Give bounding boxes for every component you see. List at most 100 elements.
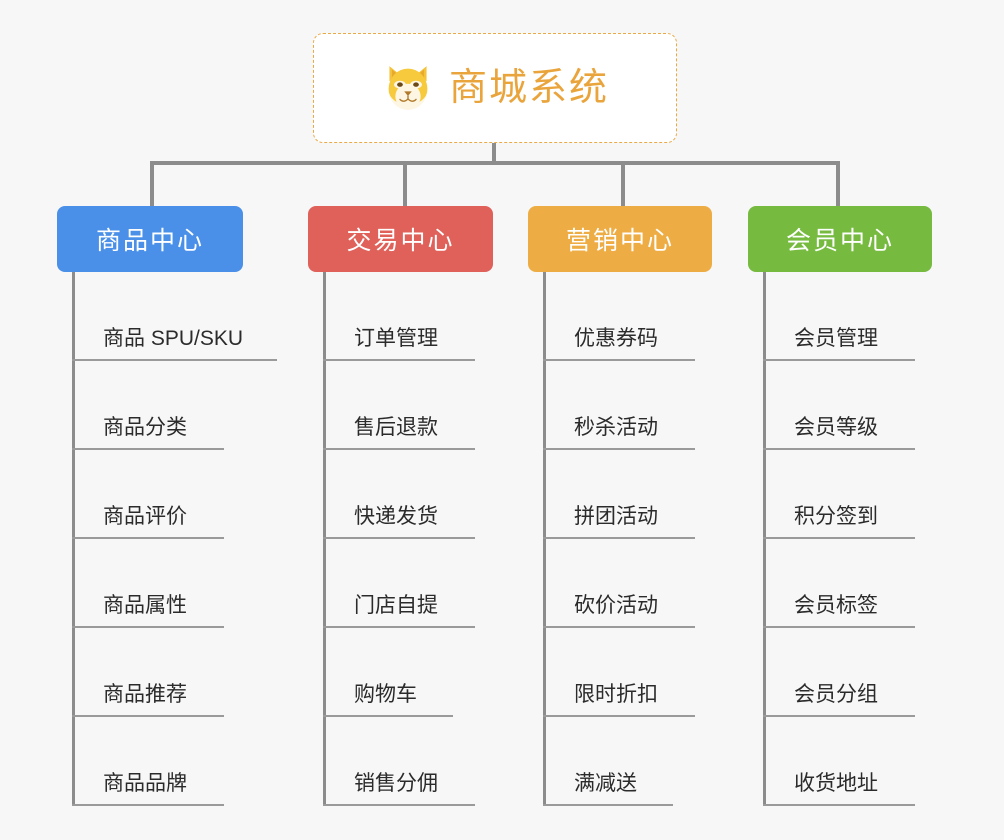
leaf-item[interactable]: 秒杀活动 bbox=[528, 361, 728, 450]
leaf-rule bbox=[763, 359, 915, 361]
leaf-item[interactable]: 商品分类 bbox=[57, 361, 277, 450]
leaf-item[interactable]: 商品品牌 bbox=[57, 717, 277, 806]
connector-drop-member-center bbox=[836, 161, 840, 207]
leaf-item[interactable]: 订单管理 bbox=[308, 272, 508, 361]
category-header-product-center[interactable]: 商品中心 bbox=[57, 206, 243, 272]
category-header-marketing-center[interactable]: 营销中心 bbox=[528, 206, 712, 272]
leaf-label: 商品评价 bbox=[103, 505, 187, 528]
leaf-label: 门店自提 bbox=[354, 594, 438, 617]
leaf-rule bbox=[543, 359, 695, 361]
leaf-rule bbox=[763, 626, 915, 628]
leaf-label: 会员等级 bbox=[794, 416, 878, 439]
leaf-item[interactable]: 商品评价 bbox=[57, 450, 277, 539]
leaf-list-marketing-center: 优惠券码 秒杀活动 拼团活动 砍价活动 限时折扣 满减送 bbox=[528, 272, 728, 806]
column-member-center: 会员中心 会员管理 会员等级 积分签到 会员标签 会员分组 bbox=[748, 206, 948, 806]
category-header-member-center[interactable]: 会员中心 bbox=[748, 206, 932, 272]
trunk-line-trade-center bbox=[323, 272, 326, 806]
leaf-label: 拼团活动 bbox=[574, 505, 658, 528]
leaf-label: 会员管理 bbox=[794, 327, 878, 350]
leaf-label: 商品分类 bbox=[103, 416, 187, 439]
leaf-rule bbox=[763, 715, 915, 717]
leaf-label: 商品 SPU/SKU bbox=[103, 327, 244, 350]
leaf-item[interactable]: 商品属性 bbox=[57, 539, 277, 628]
leaf-label: 会员标签 bbox=[794, 594, 878, 617]
column-trade-center: 交易中心 订单管理 售后退款 快递发货 门店自提 购物车 bbox=[308, 206, 508, 806]
leaf-label: 订单管理 bbox=[354, 327, 438, 350]
leaf-label: 售后退款 bbox=[354, 416, 438, 439]
leaf-rule bbox=[72, 804, 224, 806]
leaf-label: 收货地址 bbox=[794, 772, 878, 795]
leaf-list-product-center: 商品 SPU/SKU 商品分类 商品评价 商品属性 商品推荐 商品品牌 bbox=[57, 272, 277, 806]
leaf-label: 购物车 bbox=[354, 683, 417, 706]
leaf-list-member-center: 会员管理 会员等级 积分签到 会员标签 会员分组 收货地址 bbox=[748, 272, 948, 806]
category-title: 会员中心 bbox=[785, 227, 894, 255]
leaf-item[interactable]: 门店自提 bbox=[308, 539, 508, 628]
leaf-rule bbox=[72, 359, 277, 361]
leaf-label: 快递发货 bbox=[354, 505, 438, 528]
connector-drop-marketing-center bbox=[621, 161, 625, 207]
leaf-item[interactable]: 满减送 bbox=[528, 717, 728, 806]
column-marketing-center: 营销中心 优惠券码 秒杀活动 拼团活动 砍价活动 限时折扣 bbox=[528, 206, 728, 806]
leaf-item[interactable]: 快递发货 bbox=[308, 450, 508, 539]
leaf-item[interactable]: 售后退款 bbox=[308, 361, 508, 450]
leaf-rule bbox=[72, 448, 224, 450]
leaf-item[interactable]: 积分签到 bbox=[748, 450, 948, 539]
column-product-center: 商品中心 商品 SPU/SKU 商品分类 商品评价 商品属性 商品推荐 bbox=[57, 206, 277, 806]
leaf-rule bbox=[763, 448, 915, 450]
leaf-item[interactable]: 购物车 bbox=[308, 628, 508, 717]
trunk-line-member-center bbox=[763, 272, 766, 806]
leaf-label: 限时折扣 bbox=[574, 683, 658, 706]
leaf-rule bbox=[543, 715, 695, 717]
leaf-label: 砍价活动 bbox=[574, 594, 658, 617]
leaf-item[interactable]: 销售分佣 bbox=[308, 717, 508, 806]
shiba-dog-emoji-icon bbox=[388, 66, 428, 110]
leaf-rule bbox=[323, 715, 453, 717]
leaf-item[interactable]: 收货地址 bbox=[748, 717, 948, 806]
leaf-label: 会员分组 bbox=[794, 683, 878, 706]
leaf-rule bbox=[72, 626, 224, 628]
connector-horizontal-bar bbox=[150, 161, 840, 165]
root-title: 商城系统 bbox=[448, 67, 609, 109]
leaf-label: 满减送 bbox=[574, 772, 637, 795]
leaf-label: 商品品牌 bbox=[103, 772, 187, 795]
leaf-item[interactable]: 会员标签 bbox=[748, 539, 948, 628]
connector-root-stem bbox=[492, 143, 496, 165]
leaf-item[interactable]: 砍价活动 bbox=[528, 539, 728, 628]
leaf-rule bbox=[323, 448, 475, 450]
leaf-list-trade-center: 订单管理 售后退款 快递发货 门店自提 购物车 销售分佣 bbox=[308, 272, 508, 806]
category-title: 商品中心 bbox=[95, 227, 204, 255]
leaf-label: 商品推荐 bbox=[103, 683, 187, 706]
category-header-trade-center[interactable]: 交易中心 bbox=[308, 206, 493, 272]
leaf-label: 积分签到 bbox=[794, 505, 878, 528]
leaf-item[interactable]: 会员管理 bbox=[748, 272, 948, 361]
leaf-rule bbox=[323, 804, 475, 806]
leaf-label: 秒杀活动 bbox=[574, 416, 658, 439]
leaf-rule bbox=[323, 359, 475, 361]
leaf-label: 商品属性 bbox=[103, 594, 187, 617]
trunk-line-marketing-center bbox=[543, 272, 546, 806]
leaf-rule bbox=[72, 537, 224, 539]
leaf-rule bbox=[323, 626, 475, 628]
connector-drop-trade-center bbox=[403, 161, 407, 207]
leaf-rule bbox=[72, 715, 224, 717]
leaf-item[interactable]: 优惠券码 bbox=[528, 272, 728, 361]
leaf-rule bbox=[543, 804, 673, 806]
leaf-rule bbox=[543, 537, 695, 539]
leaf-item[interactable]: 商品 SPU/SKU bbox=[57, 272, 277, 361]
category-title: 营销中心 bbox=[565, 227, 674, 255]
leaf-label: 销售分佣 bbox=[354, 772, 438, 795]
leaf-rule bbox=[323, 537, 475, 539]
leaf-item[interactable]: 限时折扣 bbox=[528, 628, 728, 717]
leaf-rule bbox=[763, 537, 915, 539]
leaf-rule bbox=[543, 626, 695, 628]
leaf-item[interactable]: 会员分组 bbox=[748, 628, 948, 717]
category-title: 交易中心 bbox=[346, 227, 455, 255]
leaf-rule bbox=[543, 448, 695, 450]
leaf-item[interactable]: 拼团活动 bbox=[528, 450, 728, 539]
leaf-item[interactable]: 会员等级 bbox=[748, 361, 948, 450]
connector-drop-product-center bbox=[150, 161, 154, 207]
root-node-shop-system[interactable]: 商城系统 bbox=[313, 33, 677, 143]
trunk-line-product-center bbox=[72, 272, 75, 806]
leaf-item[interactable]: 商品推荐 bbox=[57, 628, 277, 717]
